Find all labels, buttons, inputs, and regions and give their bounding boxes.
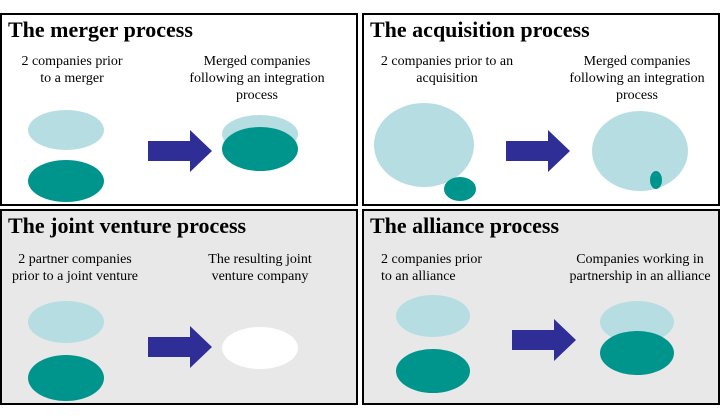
merger-panel: The merger process 2 companies prior to …: [0, 13, 358, 206]
acquisition-left-caption: 2 companies prior to an acquisition: [380, 54, 514, 86]
acquisition-result-large: [592, 111, 688, 191]
merger-company-b: [28, 160, 104, 202]
merger-title: The merger process: [8, 17, 193, 42]
alliance-company-a: [396, 295, 470, 337]
joint-venture-result: [222, 327, 298, 369]
merger-left-caption: 2 companies prior to a merger: [21, 54, 123, 86]
joint-venture-company-b: [28, 355, 104, 401]
joint-venture-panel: The joint venture process 2 partner comp…: [0, 209, 358, 405]
alliance-result-teal: [600, 331, 674, 375]
joint-venture-title: The joint venture process: [8, 213, 247, 238]
alliance-title: The alliance process: [370, 213, 560, 238]
merger-company-a: [28, 110, 104, 150]
acquisition-right-caption: Merged companies following an integratio…: [569, 54, 705, 103]
acquisition-title: The acquisition process: [370, 17, 590, 42]
acquisition-company-large: [374, 103, 474, 187]
acquisition-panel: The acquisition process 2 companies prio…: [362, 13, 720, 206]
merger-arrow-icon: [148, 130, 212, 172]
alliance-arrow-icon: [512, 319, 576, 361]
merger-result-teal: [222, 127, 298, 171]
alliance-panel: The alliance process 2 companies prior t…: [362, 209, 720, 405]
acquisition-company-small: [444, 177, 476, 201]
alliance-right-caption: Companies working in partnership in an a…: [569, 252, 711, 284]
alliance-left-caption: 2 companies prior to an alliance: [381, 252, 483, 284]
merger-right-caption: Merged companies following an integratio…: [189, 54, 325, 103]
joint-venture-company-a: [28, 301, 104, 343]
joint-venture-right-caption: The resulting joint venture company: [208, 252, 312, 284]
acquisition-arrow-icon: [506, 130, 570, 172]
joint-venture-left-caption: 2 partner companies prior to a joint ven…: [12, 252, 138, 284]
alliance-company-b: [396, 349, 470, 393]
acquisition-result-small: [650, 171, 662, 189]
joint-venture-arrow-icon: [148, 326, 212, 368]
